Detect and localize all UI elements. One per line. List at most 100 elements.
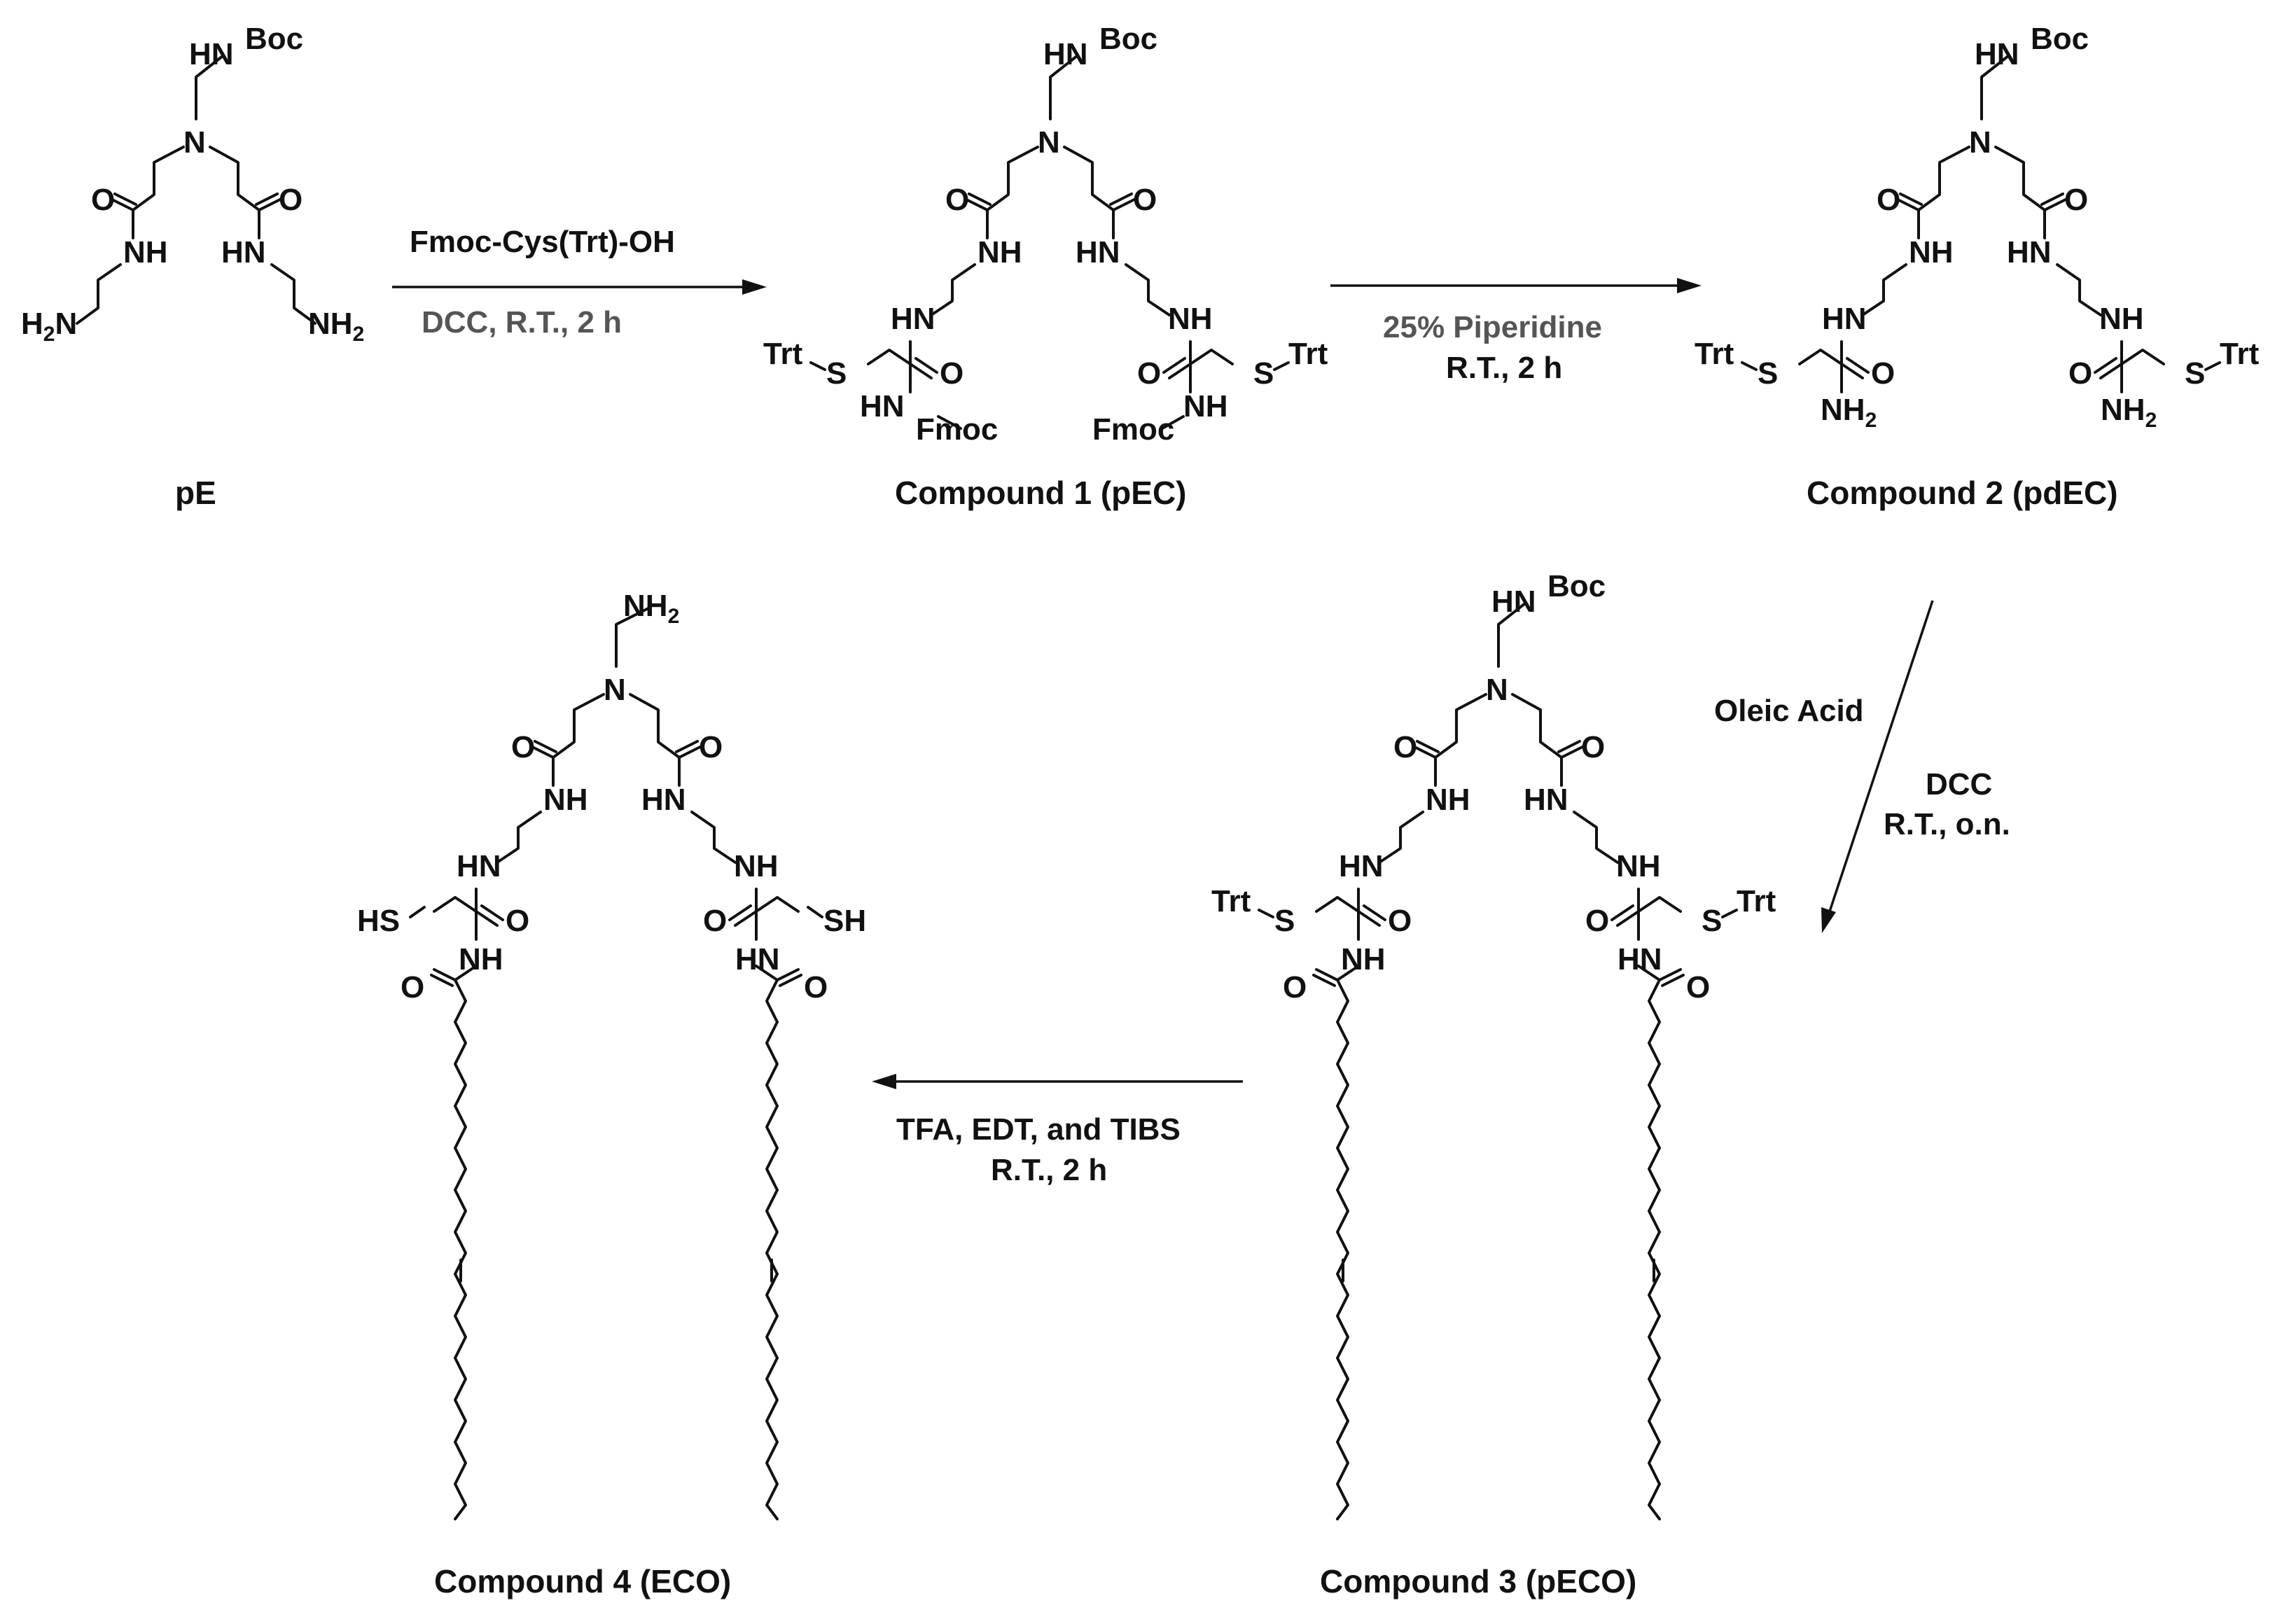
step3-conditions: R.T., o.n. (1884, 807, 2010, 841)
c2-trt-left: Trt (1695, 337, 1734, 371)
pe-boc: Boc (245, 22, 303, 56)
c1-o-left: O (945, 183, 969, 217)
c1-s-left: S (826, 356, 847, 391)
c2-nh2-right: NH2 (2101, 393, 2157, 432)
c2-o-right: O (2064, 183, 2088, 217)
arrow-step1 (392, 279, 767, 295)
caption-pe: pE (175, 475, 216, 511)
c3-o-left: O (1393, 730, 1417, 764)
pe-nh-left: NH (123, 235, 168, 270)
step4-conditions: R.T., 2 h (991, 1153, 1107, 1187)
arrow-step2 (1330, 278, 1702, 293)
c1-nh-cys-right: NH (1168, 302, 1213, 336)
c3-boc: Boc (1547, 569, 1606, 603)
pe-o-right: O (279, 183, 302, 217)
pe-nh2-right: NH2 (308, 307, 364, 346)
arrow-step4 (872, 1074, 1243, 1089)
c1-o-cys-right: O (1137, 356, 1161, 391)
caption-compound3: Compound 3 (pECO) (1320, 1563, 1636, 1600)
c4-sh-right: SH (823, 904, 866, 938)
c4-hs-left: HS (357, 904, 400, 938)
c4-nh-oleoyl-left: NH (459, 942, 503, 976)
c1-fmoc-left: Fmoc (916, 412, 998, 447)
pe-hn-right: HN (221, 235, 266, 270)
c1-hn-right: HN (1076, 235, 1120, 270)
pe-n: N (183, 125, 206, 160)
structure-compound4 (409, 606, 823, 1520)
c1-fmoc-right: Fmoc (1092, 412, 1174, 447)
c2-o-cys-right: O (2068, 356, 2092, 391)
c3-o-right: O (1581, 730, 1605, 764)
c1-n: N (1038, 125, 1060, 160)
c3-o-oleoyl-left: O (1283, 970, 1307, 1004)
c1-boc: Boc (1099, 22, 1157, 56)
c1-hn-cys-left: HN (891, 302, 935, 336)
step2-conditions: R.T., 2 h (1446, 351, 1562, 385)
c2-boc: Boc (2031, 22, 2089, 56)
step4-reagents: TFA, EDT, and TIBS (896, 1112, 1181, 1147)
c1-trt-left: Trt (763, 337, 803, 371)
c1-hn: HN (1043, 37, 1088, 71)
c1-o-right: O (1133, 183, 1157, 217)
c3-trt-right: Trt (1737, 884, 1776, 918)
caption-compound2: Compound 2 (pdEC) (1807, 475, 2118, 511)
c3-hn-right: HN (1524, 783, 1568, 817)
c1-o-cys-left: O (940, 356, 963, 391)
structure-compound1 (809, 55, 1290, 430)
c2-nh2-left: NH2 (1821, 393, 1877, 432)
c2-hn-cys-left: HN (1822, 302, 1867, 336)
c3-hn-oleoyl-right: HN (1617, 942, 1662, 976)
step3-reagent: Oleic Acid (1714, 694, 1864, 728)
c2-trt-right: Trt (2220, 337, 2260, 371)
pe-hn: HN (189, 37, 234, 71)
c4-o-right: O (699, 730, 723, 764)
c4-o-cys-right: O (703, 904, 727, 938)
c4-hn-cys-left: HN (457, 849, 501, 883)
pe-o-left: O (91, 183, 115, 217)
c1-nh-fmoc-right: NH (1183, 389, 1228, 424)
c4-n: N (604, 673, 626, 707)
step1-conditions: DCC, R.T., 2 h (422, 305, 622, 340)
c3-s-right: S (1702, 904, 1722, 938)
c2-o-left: O (1877, 183, 1900, 217)
c4-hn-oleoyl-right: HN (735, 942, 780, 976)
c2-nh-left: NH (1909, 235, 1954, 270)
c1-nh-left: NH (977, 235, 1022, 270)
c4-nh-left: NH (543, 783, 588, 817)
c3-nh-cys-right: NH (1616, 849, 1661, 883)
c3-n: N (1486, 673, 1508, 707)
c3-trt-left: Trt (1211, 884, 1251, 918)
c3-nh-left: NH (1426, 783, 1470, 817)
caption-compound4: Compound 4 (ECO) (434, 1563, 731, 1600)
structure-compound2 (1741, 55, 2221, 393)
c2-o-cys-left: O (1871, 356, 1895, 391)
c3-nh-oleoyl-left: NH (1341, 942, 1386, 976)
c3-hn: HN (1491, 584, 1536, 619)
c3-hn-cys-left: HN (1339, 849, 1384, 883)
c4-nh-cys-right: NH (734, 849, 779, 883)
c1-s-right: S (1253, 356, 1274, 391)
c4-nh2-top: NH2 (623, 589, 679, 628)
structure-pe-core (76, 55, 316, 325)
pe-h2n-left: H2N (21, 307, 77, 346)
caption-compound1: Compound 1 (pEC) (895, 475, 1187, 511)
c4-o-oleoyl-right: O (804, 970, 828, 1004)
c4-hn-right: HN (641, 783, 686, 817)
step2-reagent: 25% Piperidine (1383, 310, 1602, 344)
step3-catalyst: DCC (1926, 767, 1992, 802)
c2-hn-right: HN (2007, 235, 2052, 270)
step1-reagent: Fmoc-Cys(Trt)-OH (410, 225, 675, 259)
c4-o-oleoyl-left: O (401, 970, 424, 1004)
c2-s-left: S (1758, 356, 1778, 391)
c1-trt-right: Trt (1288, 337, 1328, 371)
c3-o-oleoyl-right: O (1686, 970, 1710, 1004)
c1-hn-fmoc-left: HN (860, 389, 905, 424)
c2-nh-cys-right: NH (2099, 302, 2144, 336)
arrow-step3 (1821, 600, 1934, 933)
structure-compound3 (1258, 602, 1738, 1520)
c4-o-cys-left: O (506, 904, 529, 938)
c2-s-right: S (2185, 356, 2205, 391)
c3-o-cys-left: O (1388, 904, 1412, 938)
c2-n: N (1969, 125, 1991, 160)
